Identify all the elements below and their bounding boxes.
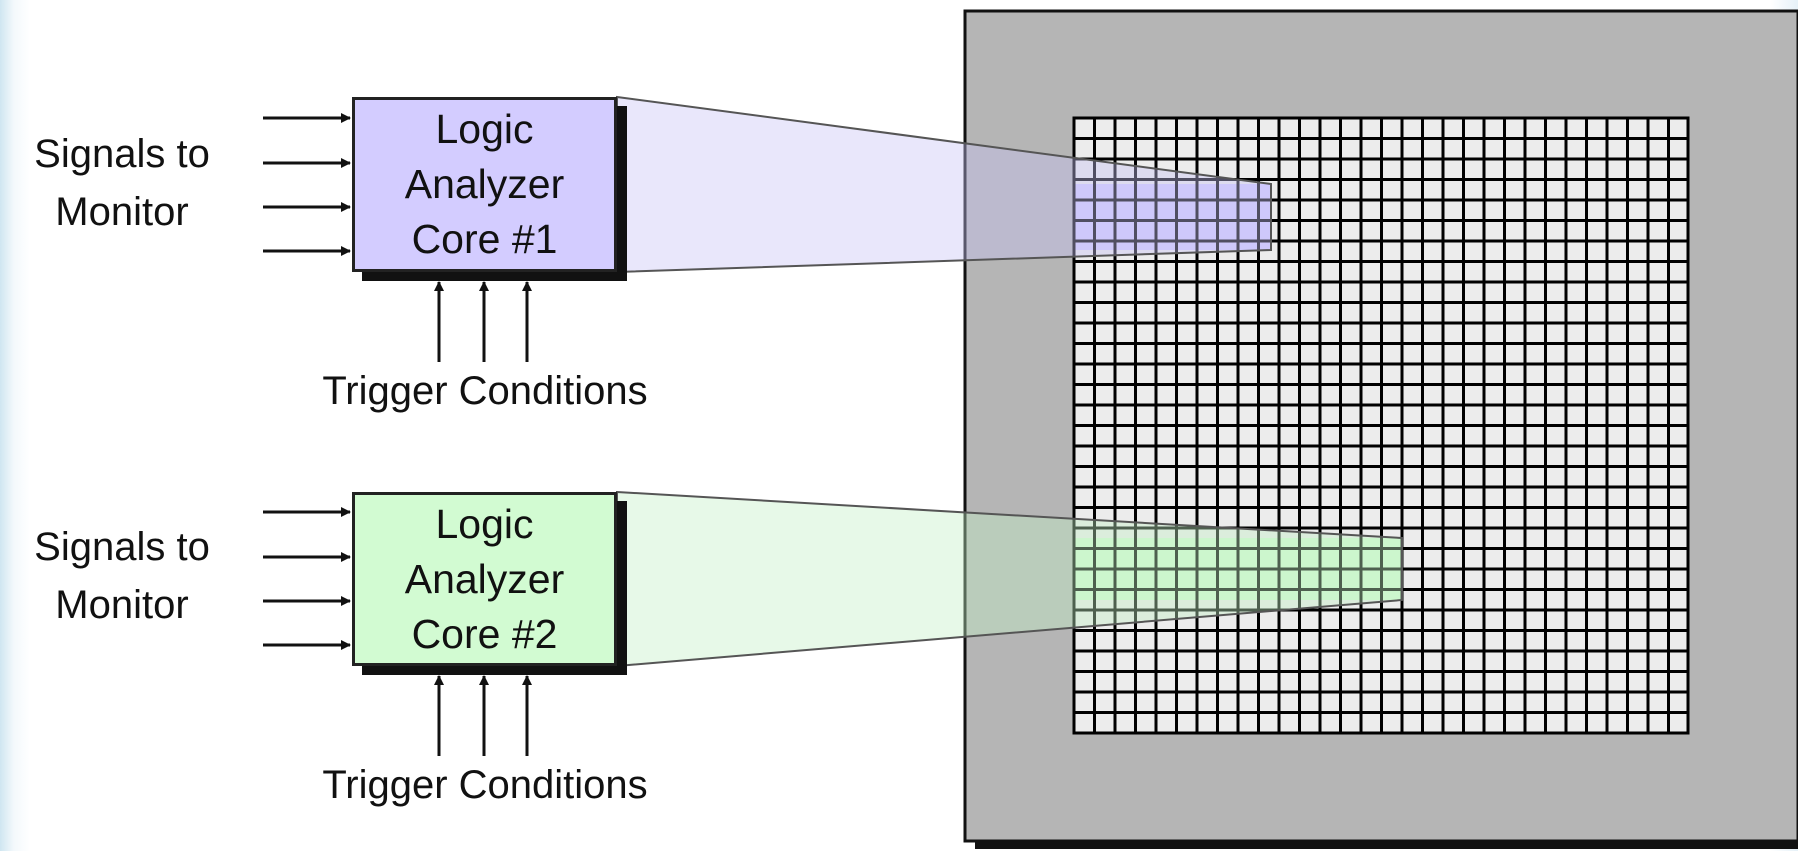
signals-label-line-1: Signals to [34,525,210,569]
signals-label-line-2: Monitor [55,190,189,234]
core-1-signal-arrows [263,113,351,256]
core-2-signals-label: Signals to Monitor [8,518,236,634]
fpga-grid-lines [1072,116,1690,735]
signals-label-line-1: Signals to [34,132,210,176]
core-2-trigger-label: Trigger Conditions [322,763,648,807]
core-1-title-line-2: Analyzer [404,161,565,207]
core-2-trigger-arrows [434,675,532,756]
core-1-signals-label: Signals to Monitor [8,125,236,241]
core-2-title-line-2: Analyzer [404,555,565,602]
core-1-trigger-label: Trigger Conditions [322,369,648,413]
core-1-title-line-3: Core #1 [411,216,558,262]
core-1-projection [616,95,1272,274]
core-1-trigger-arrows [434,281,532,362]
chip-package-shadow [975,841,1798,849]
logic-analyzer-core-2: Logic Analyzer Core #2 [352,492,617,666]
core-2-title-line-3: Core #2 [411,610,558,657]
signals-label-line-2: Monitor [55,583,189,627]
core-2-title-line-1: Logic [435,500,534,547]
core-2-signal-arrows [263,507,351,650]
logic-analyzer-core-1: Logic Analyzer Core #1 [352,97,617,272]
core-2-projection [616,490,1403,668]
core-1-title-line-1: Logic [435,106,534,152]
